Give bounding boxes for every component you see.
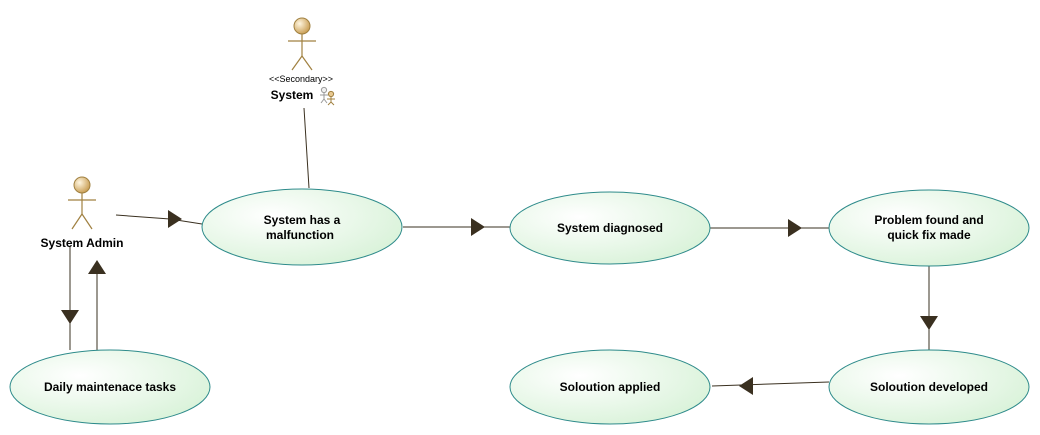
use-case-label: Soloution developed (870, 380, 988, 394)
use-case-daily[interactable]: Daily maintenace tasks (9, 349, 211, 425)
use-case-malfunction[interactable]: System has a malfunction (201, 188, 403, 266)
use-case-label: Soloution applied (560, 380, 661, 394)
arrowhead-to-diagnosed (471, 218, 485, 236)
connector-system-to-malfunction[interactable] (303, 107, 310, 189)
connector-developed-to-applied[interactable] (711, 381, 830, 387)
connector-admin-to-malfunction[interactable] (115, 214, 203, 225)
arrowhead-to-developed (920, 316, 938, 330)
use-case-label: System diagnosed (557, 221, 663, 235)
actor-name: System (271, 88, 314, 102)
arrowhead-to-quickfix (788, 219, 802, 237)
actor-system[interactable]: <<Secondary>> System (269, 17, 335, 106)
use-case-label: Daily maintenace tasks (44, 380, 176, 394)
use-case-label: quick fix made (887, 228, 971, 242)
use-case-label: Problem found and (874, 213, 983, 227)
use-case-developed[interactable]: Soloution developed (828, 349, 1030, 425)
arrowhead-to-daily (61, 310, 79, 324)
use-case-label: System has a (264, 213, 341, 227)
arrowhead-to-admin (88, 260, 106, 274)
use-case-label: malfunction (266, 228, 334, 242)
use-case-diagnosed[interactable]: System diagnosed (509, 191, 711, 265)
actor-name: System Admin (41, 236, 124, 250)
arrowhead-to-applied (739, 377, 753, 395)
actor-head (293, 17, 311, 35)
use-case-quickfix[interactable]: Problem found and quick fix made (828, 189, 1030, 267)
actor-system-admin[interactable]: System Admin (41, 176, 124, 250)
arrowhead-to-malfunction (168, 210, 182, 228)
actor-stereotype: <<Secondary>> (269, 74, 333, 84)
secondary-actor-icon (320, 86, 335, 106)
use-case-applied[interactable]: Soloution applied (509, 349, 711, 425)
actor-head (73, 176, 91, 194)
